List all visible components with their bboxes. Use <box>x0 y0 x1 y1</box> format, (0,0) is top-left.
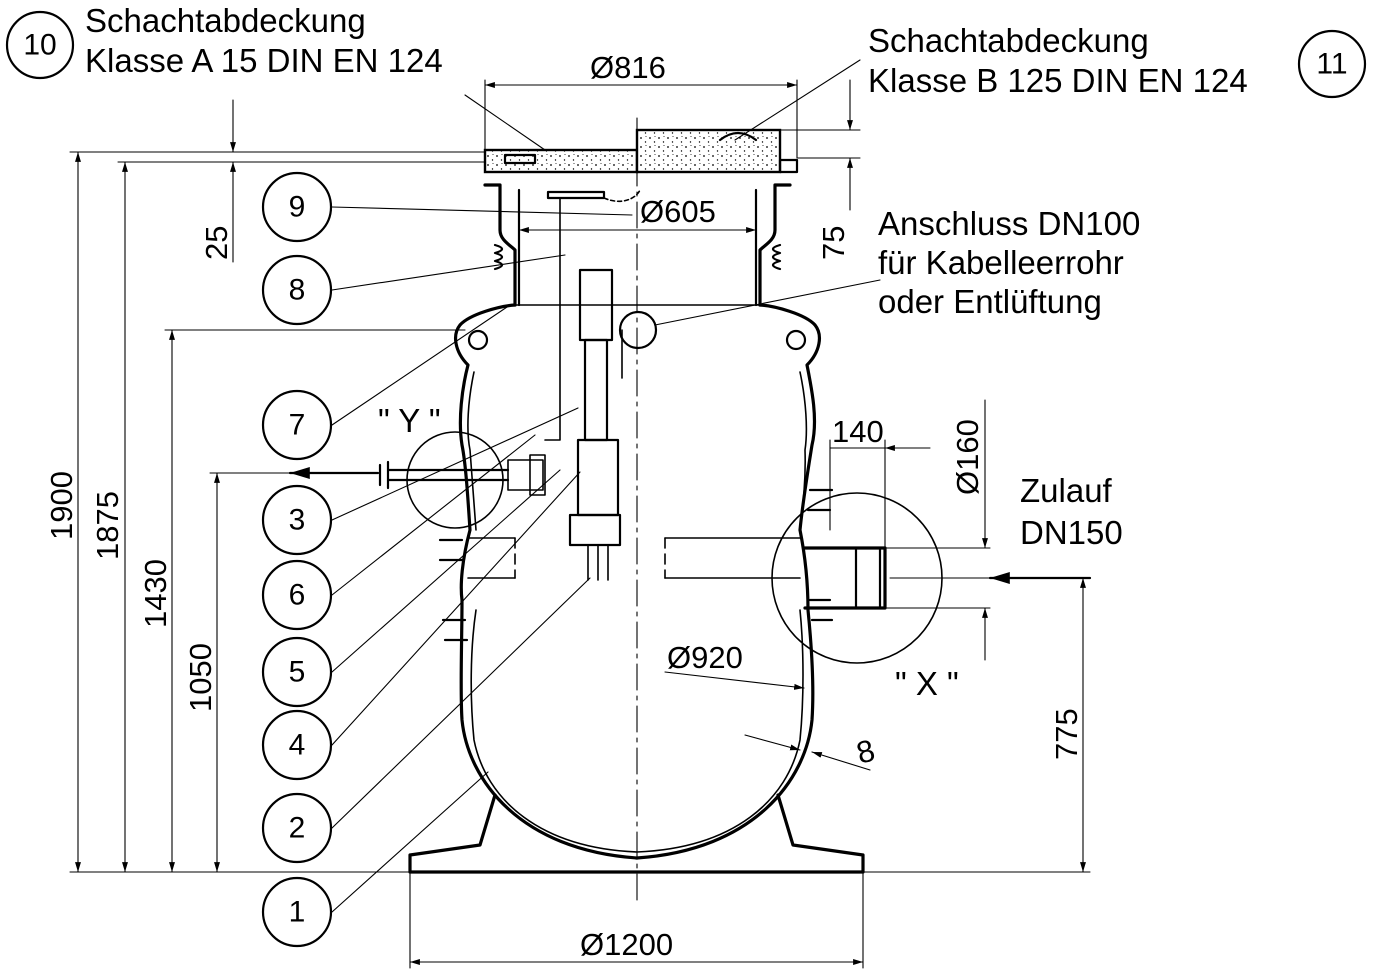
detail-y-circle <box>406 431 504 529</box>
detail-y-label: " Y " <box>378 402 441 439</box>
callout-10-circle <box>5 10 75 80</box>
callout-bubbles: 9 8 7 3 6 5 4 2 1 10 11 <box>5 10 1367 948</box>
tank-ribs <box>438 488 834 642</box>
detail-x-label: " X " <box>895 665 959 702</box>
callout-6: 6 <box>289 579 306 612</box>
callout-1-circle <box>261 876 333 948</box>
connection-label-2: für Kabelleerrohr <box>878 244 1124 281</box>
dim-d816: Ø816 <box>590 50 666 85</box>
callout-6-circle <box>261 559 333 631</box>
callout-3: 3 <box>289 504 306 537</box>
dim-t8: 8 <box>853 732 879 770</box>
dim-h25: 25 <box>199 226 234 260</box>
callout-9-circle <box>261 171 333 243</box>
callout-11-circle <box>1297 29 1367 99</box>
callout-7-circle <box>261 389 333 461</box>
cover-b125 <box>635 128 799 174</box>
cover-b-label-2: Klasse B 125 DIN EN 124 <box>868 62 1248 99</box>
lifting-lug-left <box>467 329 489 351</box>
cover-b-label-1: Schachtabdeckung <box>868 22 1149 59</box>
dim-h1875: 1875 <box>90 491 125 560</box>
dim-h1430: 1430 <box>138 559 173 628</box>
callout-8: 8 <box>289 274 306 307</box>
callout-3-circle <box>261 484 333 556</box>
internals <box>378 189 887 610</box>
callout-2-circle <box>261 792 333 864</box>
dim-h775: 775 <box>1049 708 1084 760</box>
inlet-label-1: Zulauf <box>1020 472 1113 509</box>
connection-label-1: Anschluss DN100 <box>878 205 1140 242</box>
callout-7: 7 <box>289 409 306 442</box>
callout-1: 1 <box>289 896 306 929</box>
callout-2: 2 <box>289 812 306 845</box>
dimension-lines <box>69 59 1092 969</box>
tank-base <box>408 793 865 874</box>
dim-d920: Ø920 <box>667 640 743 675</box>
dim-h1050: 1050 <box>183 643 218 712</box>
tank-wall-right <box>635 303 822 860</box>
callout-9: 9 <box>289 191 306 224</box>
callout-5-circle <box>261 636 333 708</box>
callout-10: 10 <box>23 29 56 62</box>
callout-5: 5 <box>289 656 306 689</box>
tank-wall-left <box>453 303 639 860</box>
connection-label-3: oder Entlüftung <box>878 283 1102 320</box>
dim-h1900: 1900 <box>44 471 79 540</box>
callout-8-circle <box>261 254 333 326</box>
dim-d160: Ø160 <box>950 419 985 495</box>
callout-leaders <box>331 206 881 913</box>
cover-a-label-2: Klasse A 15 DIN EN 124 <box>85 42 443 79</box>
callout-4: 4 <box>289 729 306 762</box>
dim-d1200: Ø1200 <box>580 927 673 962</box>
cover-a15 <box>483 148 639 174</box>
dim-d605: Ø605 <box>640 194 716 229</box>
lifting-lug-right <box>785 329 807 351</box>
dim-h75: 75 <box>816 226 851 260</box>
cover-a-label-1: Schachtabdeckung <box>85 2 366 39</box>
callout-11: 11 <box>1316 48 1347 81</box>
dim-w140: 140 <box>832 414 884 449</box>
text-labels: Schachtabdeckung Klasse A 15 DIN EN 124 … <box>44 2 1248 962</box>
callout-4-circle <box>261 709 333 781</box>
inlet-label-2: DN150 <box>1020 514 1123 551</box>
